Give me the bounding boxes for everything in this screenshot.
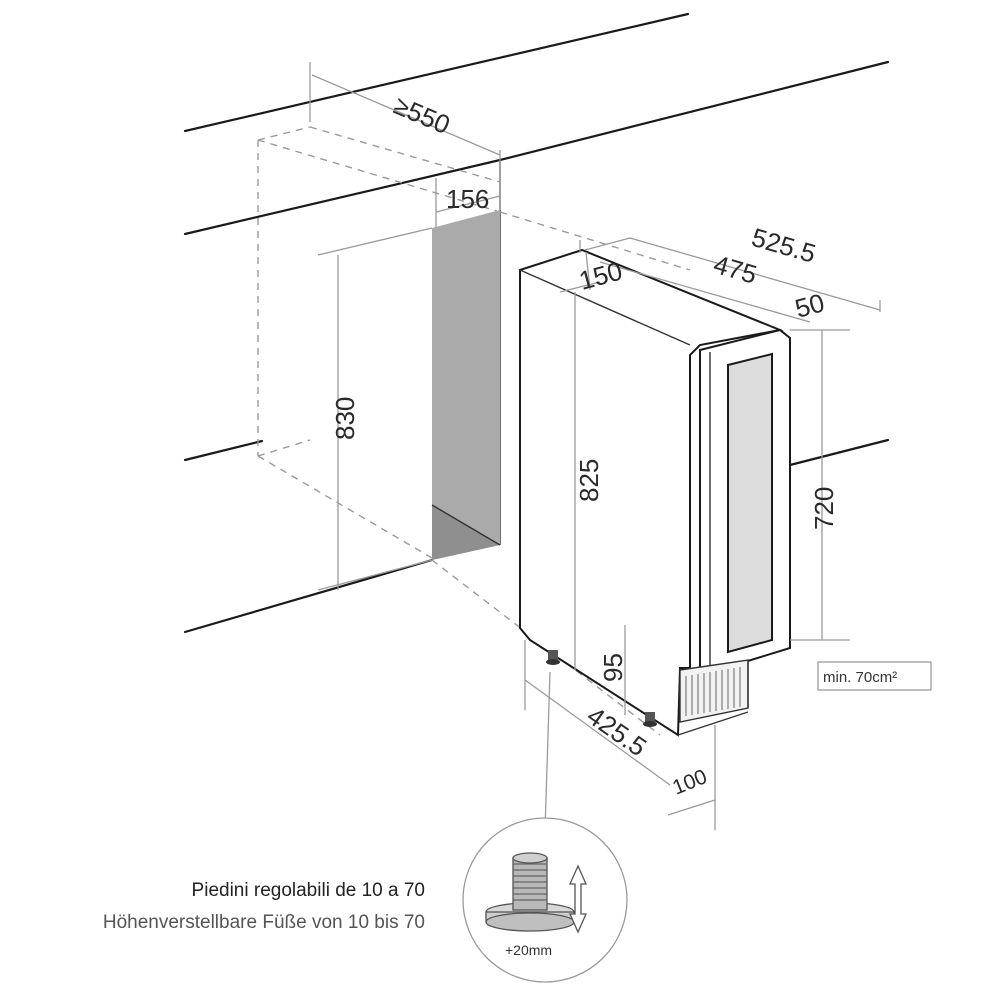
dim-plinth-offset: 100 <box>669 765 710 799</box>
wine-cooler <box>519 248 791 737</box>
dim-plinth-height: 95 <box>598 653 628 682</box>
dim-appliance-height: 825 <box>574 459 604 502</box>
dim-niche-height: 830 <box>330 397 360 440</box>
dim-door-height: 720 <box>809 487 839 530</box>
ventilation-label-box: min. 70cm² <box>817 661 932 691</box>
foot-detail: +20mm <box>462 817 628 983</box>
ventilation-label: min. 70cm² <box>823 669 897 686</box>
foot-rear <box>643 712 657 727</box>
adjust-label: +20mm <box>505 942 552 958</box>
niche-side-wall <box>431 210 501 560</box>
vent-grille <box>679 659 749 723</box>
door-glass <box>727 352 773 654</box>
adjustable-foot-icon <box>485 852 575 932</box>
foot-front <box>546 650 560 665</box>
dim-body-depth: 475 <box>710 249 760 290</box>
dimension-lines <box>309 62 881 831</box>
feet-caption-german: Höhenverstellbare Füße von 10 bis 70 <box>102 912 425 933</box>
dim-niche-width: 156 <box>446 184 489 214</box>
feet-caption-italian: Piedini regolabili de 10 a 70 <box>191 880 425 901</box>
dim-niche-depth: ≥550 <box>390 90 455 140</box>
up-down-arrow-icon <box>568 864 588 934</box>
